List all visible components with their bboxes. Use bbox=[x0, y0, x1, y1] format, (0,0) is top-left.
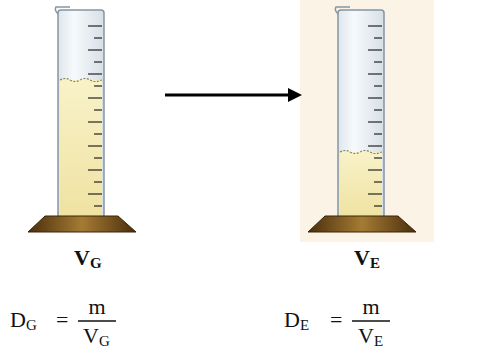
graduation-marks bbox=[368, 26, 382, 206]
graduated-cylinder bbox=[335, 7, 384, 218]
mass-symbol: m bbox=[362, 296, 379, 318]
volume-symbol: V bbox=[358, 325, 374, 347]
fraction-bar bbox=[352, 320, 390, 322]
density-symbol: D bbox=[284, 309, 300, 331]
process-arrow bbox=[165, 94, 290, 97]
cylinder-base bbox=[28, 216, 136, 232]
equals-sign: = bbox=[56, 309, 68, 331]
subscript: E bbox=[370, 256, 380, 271]
subscript: G bbox=[99, 334, 110, 349]
equals-sign: = bbox=[330, 309, 342, 331]
cylinder-base bbox=[308, 216, 416, 232]
arrow-head bbox=[288, 88, 302, 102]
graduation-marks bbox=[88, 26, 102, 206]
image-ground bbox=[300, 0, 434, 242]
fraction-bar bbox=[78, 320, 116, 322]
subscript: G bbox=[90, 256, 102, 271]
density-symbol: D bbox=[10, 309, 26, 331]
graduated-cylinder bbox=[55, 7, 104, 218]
mass-symbol: m bbox=[88, 296, 105, 318]
subscript: E bbox=[374, 334, 383, 349]
volume-label: V bbox=[354, 247, 370, 269]
volume-symbol: V bbox=[83, 325, 99, 347]
volume-label: V bbox=[74, 247, 90, 269]
subscript: G bbox=[26, 318, 37, 333]
subscript: E bbox=[300, 318, 309, 333]
